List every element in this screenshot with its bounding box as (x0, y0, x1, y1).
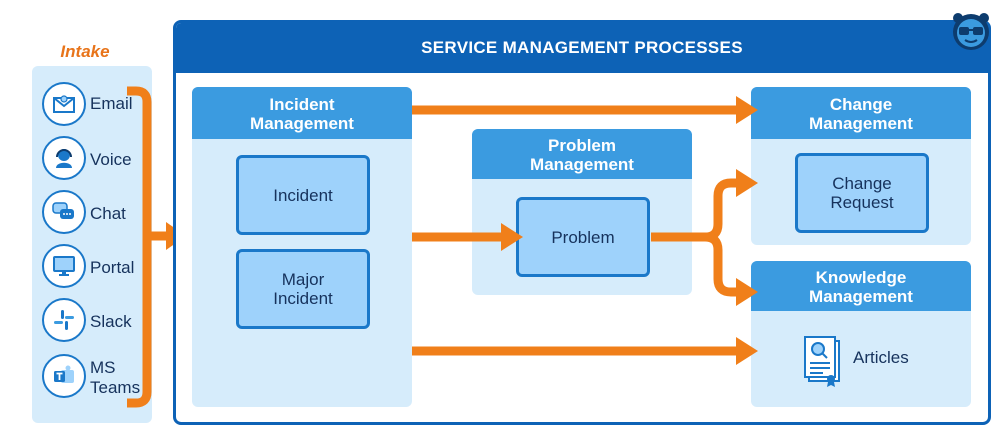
articles-label: Articles (853, 348, 909, 367)
channel-label-ms-teams: MS Teams (90, 358, 141, 397)
problem-management-title: Problem Management (472, 129, 692, 179)
monitor-icon (42, 244, 86, 288)
document-search-icon (803, 335, 843, 387)
channel-label-slack: Slack (90, 312, 132, 331)
intake-bracket (127, 86, 152, 408)
channel-label-email: Email (90, 94, 133, 113)
service-management-title: SERVICE MANAGEMENT PROCESSES (176, 23, 988, 73)
problem-to-knowledge-arrow (704, 232, 740, 297)
incident-management-card: Incident Management Incident Major Incid… (192, 87, 412, 407)
change-management-card: Change Management Change Request (751, 87, 971, 245)
intake-panel: Email Voice Chat Portal Slack MS Teams (32, 66, 152, 423)
incident-box: Incident (236, 155, 370, 235)
major-incident-box: Major Incident (236, 249, 370, 329)
headset-icon (42, 136, 86, 180)
chat-icon (42, 190, 86, 234)
channel-label-chat: Chat (90, 204, 126, 223)
email-icon (42, 82, 86, 126)
incident-management-title: Incident Management (192, 87, 412, 139)
mascot-logo-icon (950, 10, 992, 52)
intake-title: Intake (60, 42, 110, 61)
slack-icon (42, 298, 86, 342)
change-request-box: Change Request (795, 153, 929, 233)
knowledge-management-card: Knowledge Management Articles (751, 261, 971, 407)
change-management-title: Change Management (751, 87, 971, 139)
problem-management-card: Problem Management Problem (472, 129, 692, 295)
problem-to-change-arrow (651, 178, 740, 242)
channel-label-portal: Portal (90, 258, 135, 277)
knowledge-management-title: Knowledge Management (751, 261, 971, 311)
channel-label-voice: Voice (90, 150, 132, 169)
teams-icon (42, 354, 86, 398)
